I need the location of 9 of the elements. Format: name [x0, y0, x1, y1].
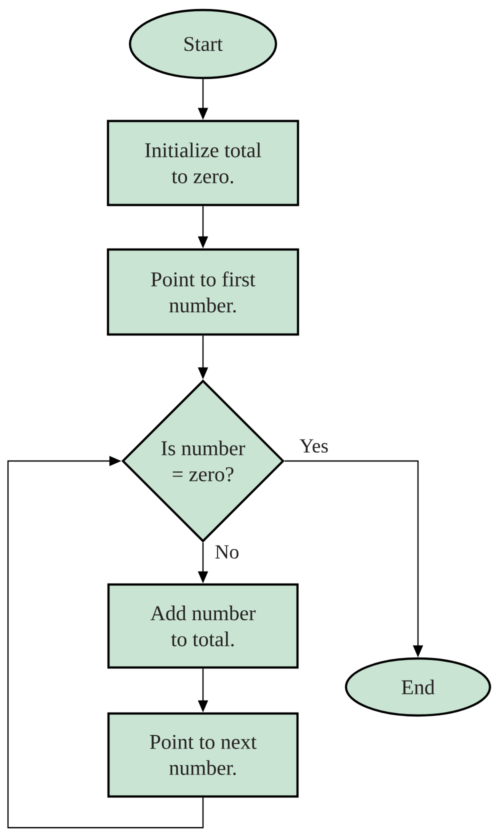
- terminal-oval: Start: [128, 8, 278, 80]
- edge-label: Yes: [298, 438, 330, 454]
- process-box: Point to first number.: [106, 248, 300, 336]
- arrow: [7, 456, 204, 828]
- process-box: Add number to total.: [107, 583, 299, 669]
- terminal-oval: End: [344, 657, 492, 717]
- process-box: Initialize total to zero.: [106, 120, 300, 206]
- process-box: Point to next number.: [107, 712, 299, 798]
- edge-label: No: [214, 544, 240, 560]
